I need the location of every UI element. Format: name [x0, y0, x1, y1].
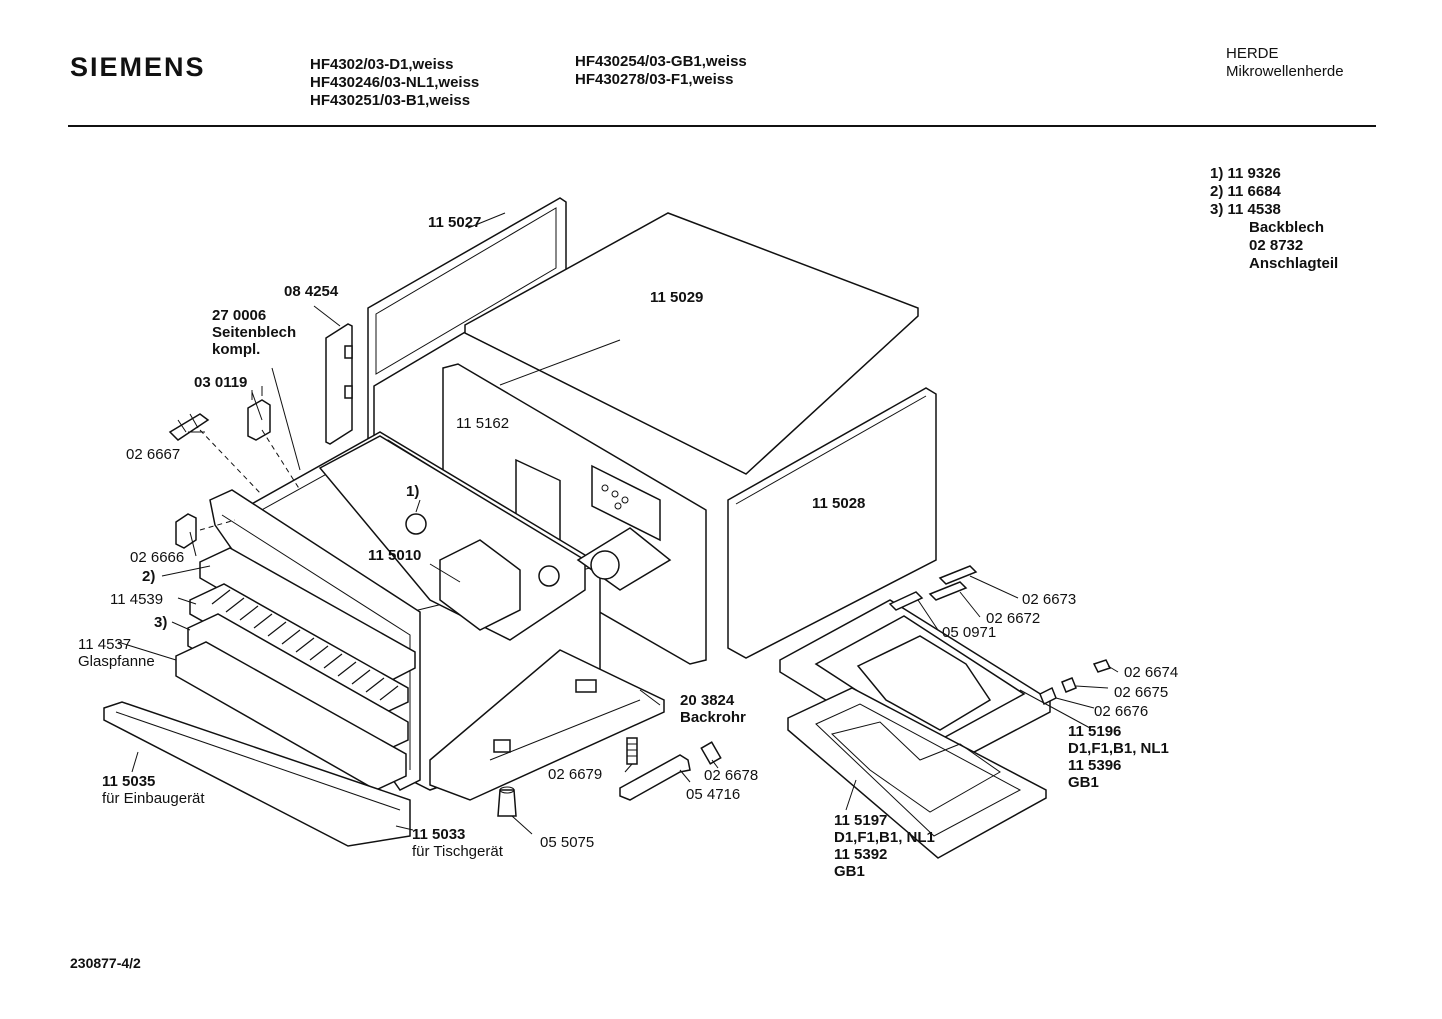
part-label-026666: 02 6666	[130, 549, 185, 566]
grill-rack-part	[189, 583, 409, 719]
part-label-115162: 11 5162	[456, 415, 510, 432]
part-label-084254: 08 4254	[284, 283, 339, 300]
model-line: HF4302/03-D1,weiss	[310, 56, 454, 73]
model-line: HF430254/03-GB1,weiss	[575, 53, 747, 70]
housing-part	[318, 435, 586, 641]
baking-tray-part	[187, 613, 409, 755]
model-list-2: HF430254/03-GB1,weiss HF430278/03-F1,wei…	[575, 53, 747, 89]
turntable-frame-part	[779, 599, 1051, 771]
part-label-026667: 02 6667	[126, 446, 181, 463]
part-label-115010: 11 5010	[368, 547, 422, 564]
legend-line: 3) 11 4538	[1210, 201, 1281, 218]
model-list-1: HF4302/03-D1,weiss HF430246/03-NL1,weiss…	[310, 56, 479, 110]
category-line: Mikrowellenherde	[1226, 63, 1344, 80]
door-switch-part	[175, 513, 197, 549]
brand-logo: SIEMENS	[70, 52, 206, 82]
part-label-115035: 11 5035 für Einbaugerät	[102, 773, 205, 807]
clip-part	[888, 565, 1112, 706]
header-divider	[68, 125, 1376, 127]
part-label-026672: 02 6672	[986, 610, 1041, 627]
part-label-026678: 02 6678	[704, 767, 759, 784]
part-label-ref2: 2)	[142, 568, 156, 585]
part-label-115027: 11 5027	[428, 214, 482, 231]
part-label-115028: 11 5028	[812, 495, 866, 512]
bottom-plate-part	[429, 649, 665, 801]
part-label-114537: 11 4537 Glaspfanne	[78, 636, 155, 670]
glass-pan-part	[175, 641, 407, 791]
assembly-line	[199, 429, 263, 496]
leader-lines	[117, 212, 1119, 835]
model-line: HF430278/03-F1,weiss	[575, 71, 734, 88]
tray-part	[199, 547, 416, 685]
part-label-026673: 02 6673	[1022, 591, 1077, 608]
product-category: HERDE Mikrowellenherde	[1226, 45, 1344, 81]
model-line: HF430246/03-NL1,weiss	[310, 74, 480, 91]
spring-part	[626, 737, 638, 765]
category-line: HERDE	[1226, 45, 1279, 62]
switch-part	[168, 413, 210, 441]
legend-line: 1) 11 9326	[1210, 165, 1281, 182]
part-label-115196: 11 5196 D1,F1,B1, NL1 11 5396 GB1	[1068, 723, 1169, 791]
part-label-026675: 02 6675	[1114, 684, 1169, 701]
foot-part	[497, 786, 517, 817]
part-label-270006: 27 0006 Seitenblech kompl.	[212, 307, 297, 358]
part-label-026676: 02 6676	[1094, 703, 1149, 720]
part-label-050971: 05 0971	[942, 624, 997, 641]
legend-line: 02 8732	[1249, 237, 1304, 254]
assembly-line	[261, 429, 301, 491]
part-label-030119: 03 0119	[194, 374, 248, 391]
part-label-026674: 02 6674	[1124, 664, 1179, 681]
part-label-115197: 11 5197 D1,F1,B1, NL1 11 5392 GB1	[834, 812, 935, 880]
part-label-ref3: 3)	[154, 614, 168, 631]
screw-part	[700, 741, 722, 765]
side-bracket-part	[325, 323, 353, 445]
part-label-203824: 20 3824 Backrohr	[680, 692, 746, 726]
part-label-055075: 05 5075	[540, 834, 595, 851]
trim-strip-part	[103, 701, 411, 847]
part-label-115033: 11 5033 für Tischgerät	[412, 826, 503, 860]
document-number: 230877-4/2	[70, 955, 141, 971]
part-label-026679: 02 6679	[548, 766, 603, 783]
legend-line: Backblech	[1249, 219, 1325, 236]
part-label-054716: 05 4716	[686, 786, 741, 803]
waveguide-part	[576, 527, 672, 591]
hinge-lever-part	[619, 754, 691, 801]
legend-line: 2) 11 6684	[1210, 183, 1281, 200]
model-line: HF430251/03-B1,weiss	[310, 92, 471, 109]
part-label-115029: 11 5029	[650, 289, 704, 306]
top-cover-part	[464, 212, 919, 475]
turntable-tray-part	[787, 687, 1047, 859]
side-panel-part	[727, 387, 937, 659]
part-label-ref1: 1)	[406, 483, 420, 500]
assembly-line	[199, 519, 236, 531]
legend-line: Anschlagteil	[1249, 255, 1339, 272]
part-label-114539: 11 4539	[110, 591, 164, 608]
connector-part	[247, 386, 271, 441]
reference-legend: 1) 11 9326 2) 11 6684 3) 11 4538 Backble…	[1210, 165, 1338, 273]
